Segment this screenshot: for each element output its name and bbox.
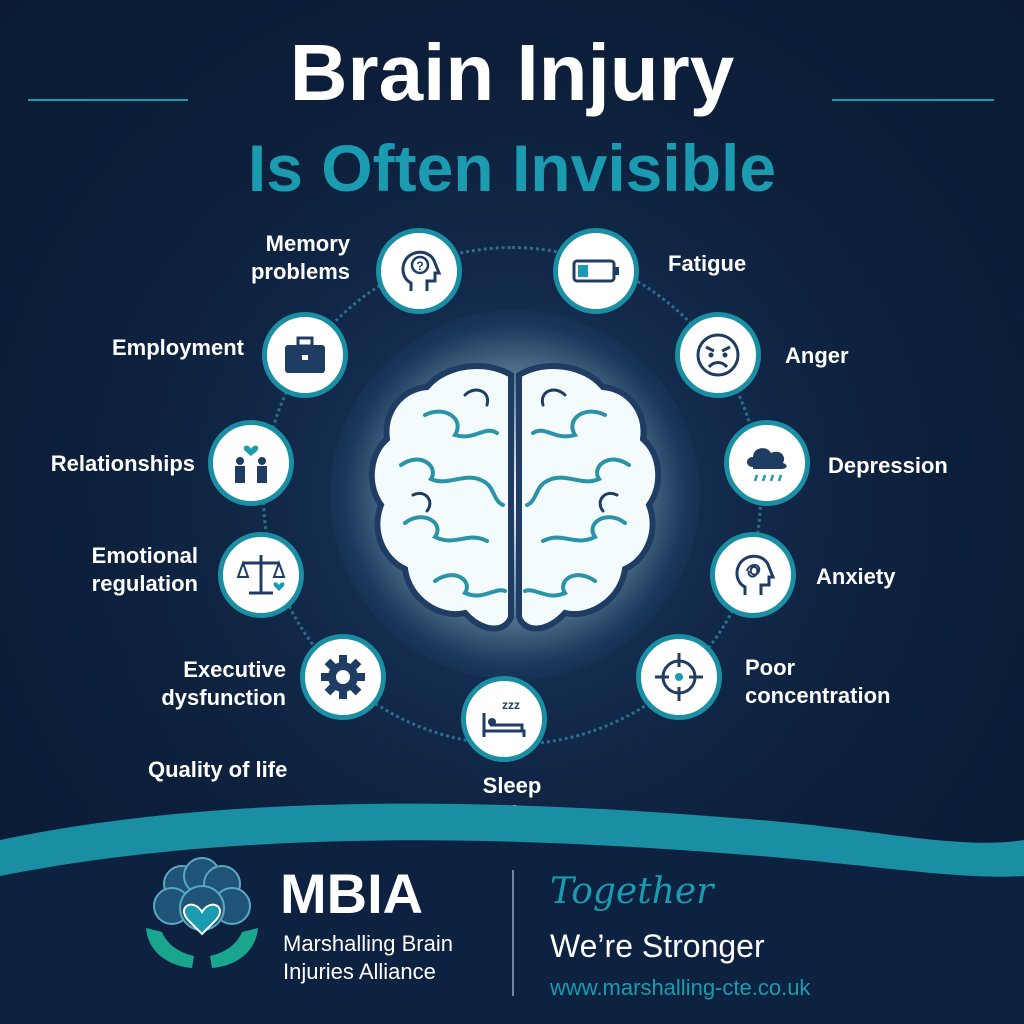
executive-node — [300, 634, 386, 720]
relationships-label: Relationships — [50, 451, 195, 476]
brain-icon — [368, 362, 662, 632]
relationships-node — [208, 420, 294, 506]
anxiety-node — [710, 532, 796, 618]
tagline: We’re Stronger — [550, 928, 765, 964]
scales-heart-icon — [236, 555, 286, 595]
head-question-icon: ? — [401, 250, 442, 291]
depression-node — [724, 420, 810, 506]
anxiety-label: Anxiety — [816, 564, 896, 589]
people-heart-icon — [235, 445, 267, 483]
svg-text:?: ? — [416, 259, 423, 273]
rain-cloud-icon — [747, 448, 787, 482]
tagline-script: Together — [550, 871, 714, 912]
title-rule-right — [832, 99, 994, 101]
fatigue-node — [553, 228, 639, 314]
concentration-label: Poor concentration — [745, 655, 891, 708]
footer-divider — [512, 870, 514, 996]
fatigue-label: Fatigue — [668, 251, 747, 276]
executive-label: Executive dysfunction — [161, 657, 286, 710]
emotional-label: Emotional regulation — [91, 543, 198, 596]
website-url[interactable]: www.marshalling-cte.co.uk — [550, 975, 811, 1000]
svg-text:zzz: zzz — [502, 698, 520, 712]
bed-sleep-icon: zzz — [482, 698, 526, 737]
anger-label: Anger — [785, 343, 849, 368]
anger-node — [675, 312, 761, 398]
briefcase-icon — [285, 336, 325, 373]
target-icon — [655, 653, 703, 701]
employment-label: Employment — [111, 335, 244, 360]
memory-label: Memory problems — [250, 231, 350, 284]
depression-label: Depression — [828, 453, 948, 478]
employment-node — [262, 312, 348, 398]
emotional-node — [218, 532, 304, 618]
concentration-node — [636, 634, 722, 720]
memory-node: ? — [376, 228, 462, 314]
angry-face-icon — [696, 333, 740, 377]
gear-icon — [321, 655, 365, 699]
sleep-node: zzz — [461, 676, 547, 762]
mbia-logo-icon — [146, 857, 258, 968]
head-scribble-icon — [735, 554, 776, 595]
brand-name: MBIA — [280, 862, 424, 925]
title-line-2: Is Often Invisible — [247, 131, 777, 205]
org-name: Marshalling Brain Injuries Alliance — [283, 931, 453, 984]
quality-label: Quality of life — [148, 757, 288, 782]
title-rule-left — [28, 99, 188, 101]
battery-icon — [572, 259, 619, 283]
title-line-1: Brain Injury — [289, 28, 735, 117]
